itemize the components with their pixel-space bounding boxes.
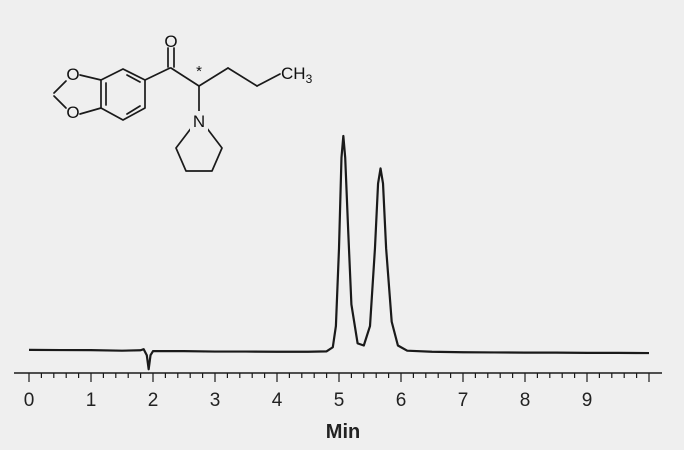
chemical-structure-drawing: O O O N CH3 * [53, 32, 313, 172]
pyrrolidine-ring [175, 126, 223, 172]
dioxole-bond-4 [53, 95, 67, 109]
beta-gamma-bond [227, 67, 258, 87]
alpha-beta-bond [198, 67, 229, 87]
ketone-oxygen-label: O [164, 32, 177, 51]
x-tick-label: 3 [210, 390, 221, 411]
x-tick-label: 7 [458, 390, 469, 411]
nitrogen-label-bg [190, 111, 208, 131]
methyl-label-subscript: 3 [306, 72, 313, 86]
dioxole-bond-1 [79, 74, 102, 81]
benzene-inner-bond-1 [126, 74, 141, 83]
x-tick-label: 9 [582, 390, 593, 411]
ring-oxygen-top-label: O [66, 65, 79, 84]
x-axis-tick-labels: 0 1 2 3 4 5 6 7 8 9 [24, 390, 593, 411]
x-tick-label: 5 [334, 390, 345, 411]
x-tick-label: 4 [272, 390, 283, 411]
x-tick-label: 8 [520, 390, 531, 411]
x-tick-label: 2 [148, 390, 159, 411]
x-tick-label: 0 [24, 390, 35, 411]
x-axis-title: Min [326, 421, 360, 443]
nitrogen-label: N [193, 112, 205, 131]
ring-oxygen-bottom-label: O [66, 103, 79, 122]
x-axis-ticks [28, 373, 650, 382]
dioxole-bond-2 [79, 107, 102, 115]
benzene-inner-bond-2 [126, 105, 141, 115]
x-tick-label: 6 [396, 390, 407, 411]
chiral-center-marker: * [196, 63, 202, 80]
dioxole-bond-3 [53, 80, 67, 94]
aryl-carbonyl-bond [144, 67, 171, 81]
x-axis: 0 1 2 3 4 5 6 7 8 9 Min [14, 372, 662, 443]
chromatogram-trace [28, 134, 650, 371]
methyl-label-main: CH [281, 64, 306, 83]
carbonyl-alpha-bond [170, 67, 200, 87]
methyl-label: CH3 [281, 64, 313, 86]
gamma-methyl-bond [256, 73, 281, 87]
x-tick-label: 1 [86, 390, 97, 411]
benzene-ring [100, 68, 146, 121]
